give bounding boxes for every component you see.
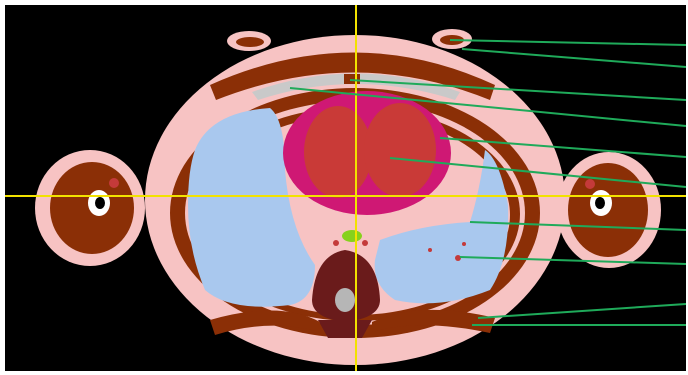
right-ventricle <box>304 106 372 198</box>
left-ventricle <box>364 103 436 197</box>
left-humerus-marrow <box>95 197 105 209</box>
esophagus <box>342 230 362 242</box>
lung-vessel-2 <box>428 248 432 252</box>
left-brachial-vessel <box>109 178 119 188</box>
spinal-canal <box>335 288 355 312</box>
left-breast-tissue <box>236 37 264 47</box>
aorta-branch <box>333 240 339 246</box>
vessel-small <box>362 240 368 246</box>
right-brachial-vessel <box>585 179 595 189</box>
right-arm <box>557 152 661 268</box>
right-humerus-marrow <box>595 197 605 209</box>
left-arm <box>35 150 145 266</box>
lung-vessel-3 <box>462 242 466 246</box>
sternum <box>344 74 360 84</box>
